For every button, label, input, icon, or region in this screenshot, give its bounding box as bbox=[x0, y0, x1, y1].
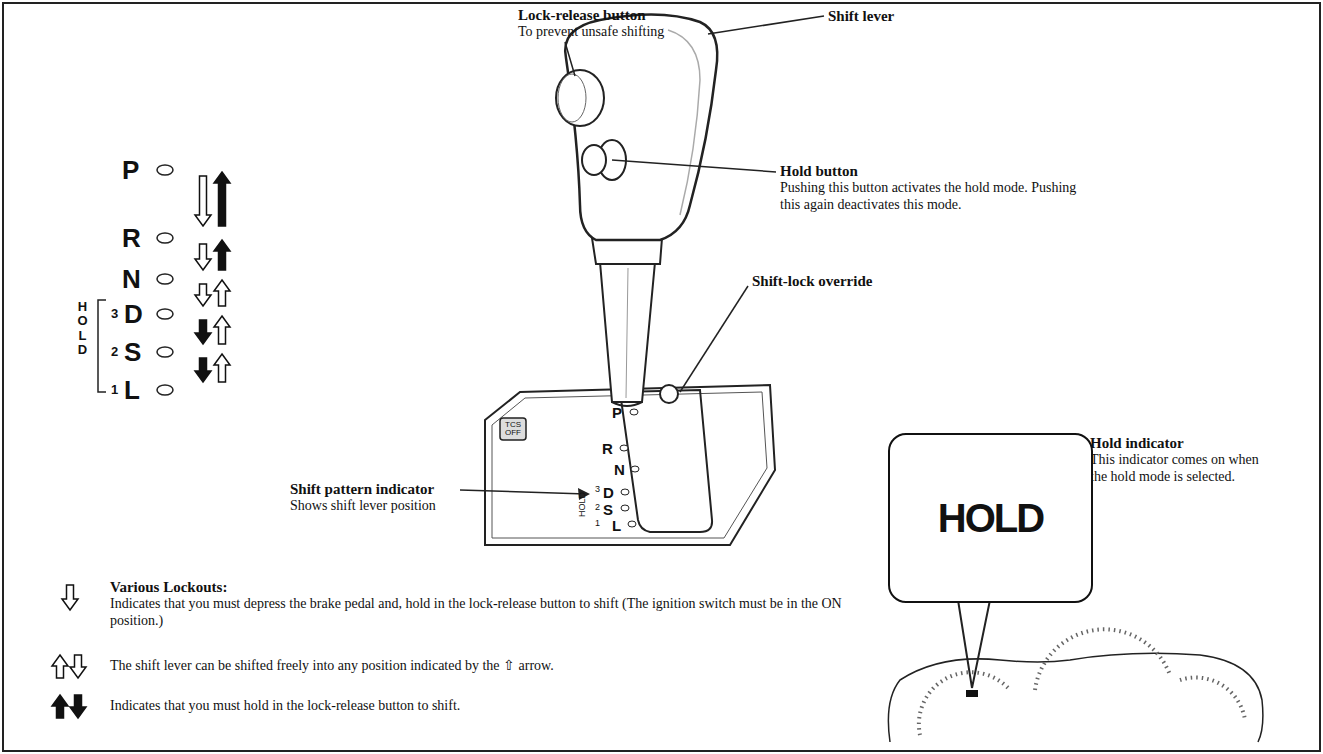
lever-shaft bbox=[600, 262, 655, 402]
gear-number: 1 bbox=[595, 519, 600, 528]
frame bbox=[3, 3, 1320, 751]
shift-slot bbox=[620, 390, 712, 532]
lever-collar bbox=[592, 238, 662, 264]
gear-letter: N bbox=[122, 266, 141, 292]
lockout-arrow bbox=[214, 316, 230, 344]
lockout-arrow bbox=[195, 244, 211, 270]
button-label: TCS OFF bbox=[504, 421, 522, 437]
gear-number: 2 bbox=[111, 345, 118, 358]
legend-sample bbox=[52, 695, 68, 718]
tcs-button bbox=[500, 418, 526, 440]
lockout-arrow bbox=[195, 358, 211, 382]
lockout-arrow bbox=[195, 320, 211, 344]
shift-knob bbox=[565, 14, 717, 240]
gear-letter: N bbox=[614, 462, 625, 477]
hold-range-label: HOLD bbox=[76, 300, 89, 357]
indicator-bubble: HOLD bbox=[888, 433, 1093, 603]
part-name: Shift lever bbox=[828, 7, 894, 25]
legend-sample bbox=[62, 585, 78, 610]
part-name: Hold indicator bbox=[1090, 434, 1184, 452]
gear-number: 3 bbox=[111, 307, 118, 320]
legend-sample bbox=[70, 695, 86, 718]
lockout-arrow bbox=[195, 176, 211, 226]
indicator-text: HOLD bbox=[938, 496, 1043, 541]
gauge-ticks bbox=[1180, 678, 1245, 720]
note: This indicator comes on when the hold mo… bbox=[1090, 452, 1262, 486]
lockout-arrow bbox=[214, 172, 230, 226]
gear-letter: L bbox=[612, 518, 621, 533]
gear-letter: D bbox=[603, 485, 614, 500]
gear-number: 1 bbox=[111, 383, 118, 396]
gear-letter: R bbox=[602, 441, 613, 456]
hold-range-label: HOLD bbox=[578, 492, 587, 517]
gear-letter: P bbox=[122, 157, 139, 183]
shift-lock-override bbox=[660, 385, 678, 403]
legend-title: Various Lockouts: bbox=[110, 578, 227, 596]
legend-text: Indicates that you must depress the brak… bbox=[110, 596, 880, 630]
lockout-arrow bbox=[214, 354, 230, 382]
gear-letter: D bbox=[124, 301, 143, 327]
gear-letter: S bbox=[603, 502, 613, 517]
gauge-ticks bbox=[1035, 629, 1170, 690]
leader-line bbox=[708, 16, 824, 34]
part-name: Shift pattern indicator bbox=[290, 480, 434, 498]
leader-line bbox=[460, 490, 586, 494]
legend-text: Indicates that you must hold in the lock… bbox=[110, 698, 880, 715]
gear-letter: L bbox=[124, 377, 140, 403]
part-name: Lock-release button bbox=[518, 6, 646, 24]
legend-sample bbox=[52, 655, 68, 678]
leader-line bbox=[565, 42, 575, 76]
note: Shows shift lever position bbox=[290, 498, 436, 515]
part-name: Hold button bbox=[780, 162, 858, 180]
instrument-cluster bbox=[888, 653, 1263, 742]
hold-lamp bbox=[966, 690, 978, 697]
lockout-arrow bbox=[214, 280, 230, 306]
note: Pushing this button activates the hold m… bbox=[780, 180, 1085, 214]
note: To prevent unsafe shifting bbox=[518, 24, 664, 41]
gear-number: 3 bbox=[595, 485, 600, 494]
legend-text: The shift lever can be shifted freely in… bbox=[110, 658, 880, 675]
gear-letter: S bbox=[124, 339, 141, 365]
leader-line bbox=[680, 286, 748, 392]
leader-line bbox=[612, 160, 776, 172]
console-plate bbox=[485, 385, 775, 545]
gauge-ticks bbox=[919, 672, 1010, 735]
lockout-arrow bbox=[214, 240, 230, 270]
legend-sample bbox=[70, 655, 86, 678]
bubble-tail bbox=[958, 600, 990, 688]
gear-letter: R bbox=[122, 225, 141, 251]
part-name: Shift-lock override bbox=[752, 272, 872, 290]
hold-bracket bbox=[98, 300, 106, 392]
gear-number: 2 bbox=[595, 503, 600, 512]
lock-release-button bbox=[556, 70, 604, 126]
lockout-arrow bbox=[195, 284, 211, 306]
gear-letter: P bbox=[612, 405, 622, 420]
